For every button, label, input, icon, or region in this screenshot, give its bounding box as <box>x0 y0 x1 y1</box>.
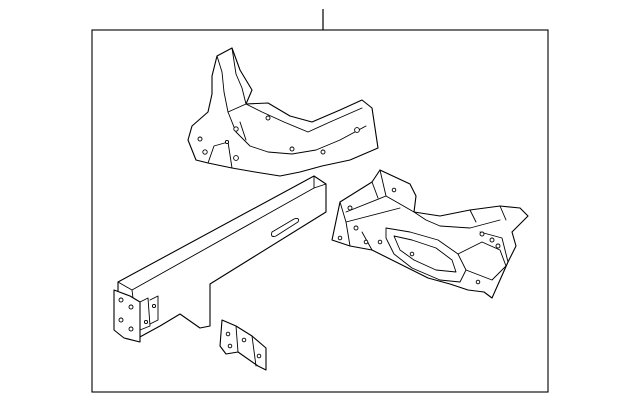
bolt-hole <box>143 319 149 325</box>
bolt-hole <box>495 243 501 249</box>
side-member-assembly <box>331 169 529 299</box>
bolt-hole <box>409 251 415 257</box>
slot-opening <box>271 217 299 237</box>
bolt-hole <box>118 317 124 323</box>
bolt-hole <box>224 139 230 145</box>
bolt-hole <box>241 337 247 343</box>
bolt-hole <box>128 304 134 310</box>
bolt-hole <box>225 331 231 337</box>
bolt-hole <box>354 127 360 133</box>
bolt-hole <box>391 187 397 193</box>
bolt-hole <box>151 303 157 309</box>
bolt-hole <box>289 146 295 152</box>
bolt-hole <box>233 126 239 132</box>
upper-rail-part <box>187 47 379 177</box>
bolt-hole <box>233 155 239 161</box>
bolt-hole <box>475 279 481 285</box>
bolt-hole <box>202 149 208 155</box>
bolt-hole <box>479 231 485 237</box>
bolt-hole <box>128 326 134 332</box>
bolt-hole <box>197 136 203 142</box>
lower-rail-part <box>113 175 327 343</box>
bolt-hole <box>227 343 233 349</box>
bolt-hole <box>347 205 353 211</box>
bolt-hole <box>337 235 343 241</box>
bolt-hole <box>377 239 383 245</box>
bolt-hole <box>489 237 495 243</box>
rail-end-bracket <box>113 289 141 343</box>
bolt-hole <box>320 149 326 155</box>
bolt-hole <box>256 353 262 359</box>
bolt-hole <box>118 297 124 303</box>
bolt-hole <box>265 115 271 121</box>
bolt-hole <box>353 225 359 231</box>
small-bracket-part <box>219 319 267 371</box>
bolt-hole <box>363 239 369 245</box>
